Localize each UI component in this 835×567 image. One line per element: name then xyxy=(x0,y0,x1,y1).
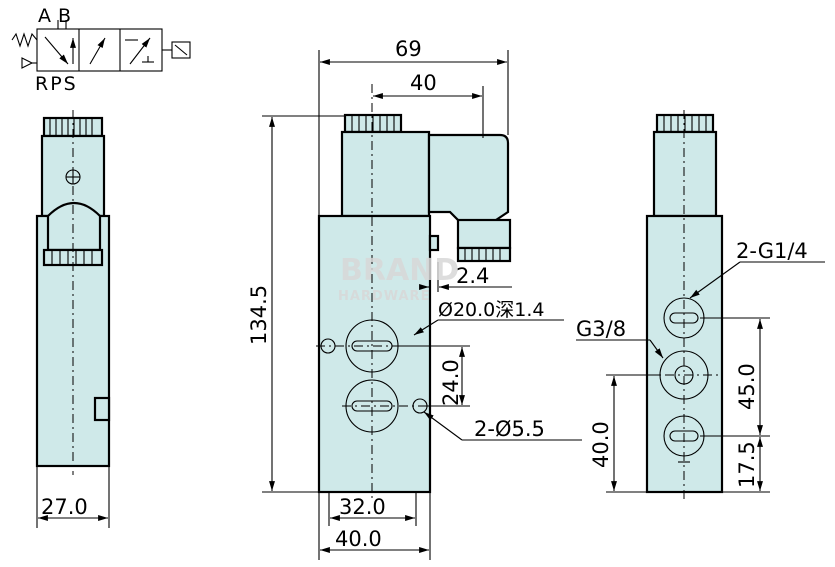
port-a-label: A xyxy=(38,5,51,27)
dim-pitch-ab: 45.0 xyxy=(735,363,759,410)
pilot-triangle-icon xyxy=(21,57,34,69)
connector-body xyxy=(427,133,510,226)
left-side-view xyxy=(35,110,111,528)
dim-side-width: 27.0 xyxy=(41,495,88,519)
watermark: BRAND HARDWARE xyxy=(338,253,459,304)
dim-port-p: G3/8 xyxy=(576,317,626,341)
dim-inner-width: 32.0 xyxy=(339,495,386,519)
dim-bottom-offset: 17.5 xyxy=(735,441,759,488)
dim-bore: Ø20.0深1.4 xyxy=(438,299,544,321)
right-side-view xyxy=(576,110,825,500)
dim-port-pitch: 24.0 xyxy=(439,359,463,406)
dim-mount-holes: 2-Ø5.5 xyxy=(474,417,545,441)
solenoid-icon xyxy=(171,41,191,59)
dim-port-ab: 2-G1/4 xyxy=(736,239,808,263)
watermark-brand: BRAND xyxy=(340,253,459,288)
dim-outer-width: 40.0 xyxy=(335,527,382,551)
dim-side-height: 40.0 xyxy=(589,421,613,468)
dim-coil-offset: 40 xyxy=(410,71,437,95)
dim-overall-width: 69 xyxy=(395,37,422,61)
dim-step: 2.4 xyxy=(456,264,489,288)
valve-symbol xyxy=(11,20,191,72)
coil-body xyxy=(340,130,431,218)
dim-height: 134.5 xyxy=(247,285,271,345)
watermark-sub: HARDWARE xyxy=(338,289,430,304)
front-view xyxy=(262,50,582,560)
port-b-label: B xyxy=(58,5,71,27)
spring-icon xyxy=(11,32,38,48)
valve-body xyxy=(317,214,432,494)
ports-bottom-label: RPS xyxy=(35,73,78,95)
